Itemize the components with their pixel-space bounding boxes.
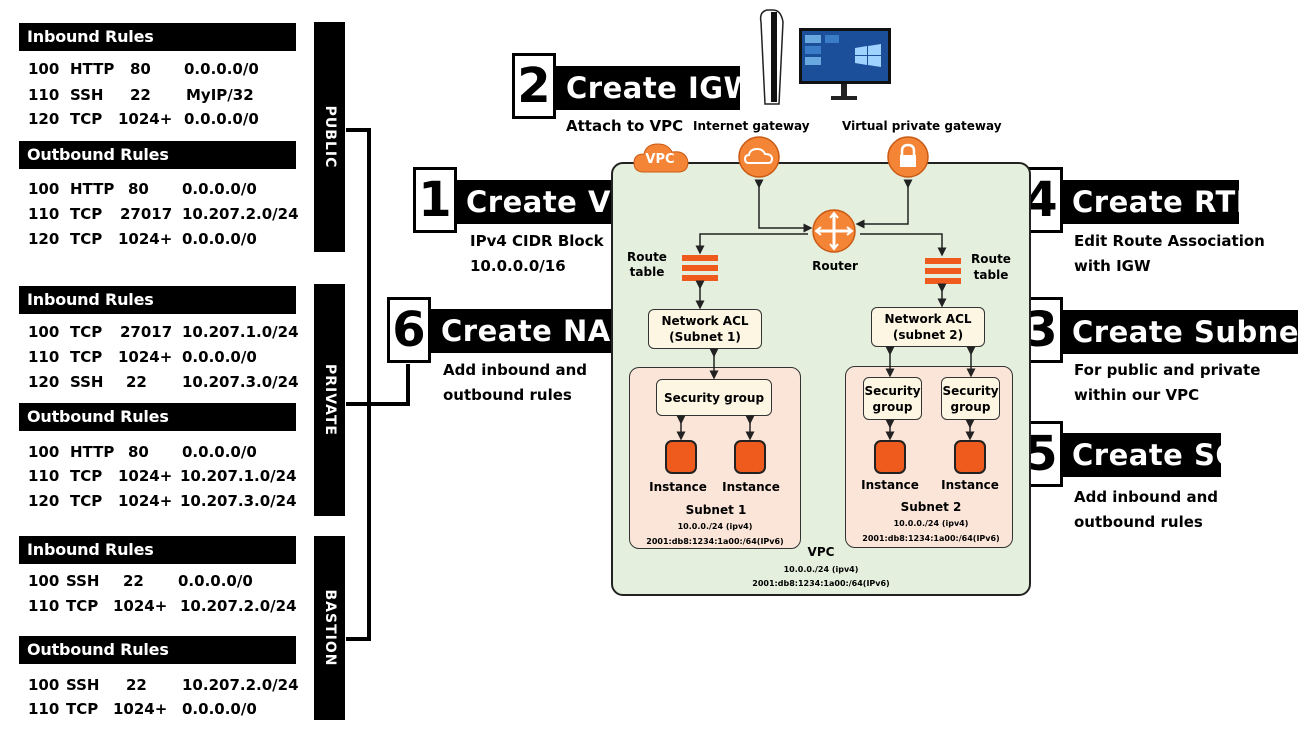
instance-label: Instance <box>722 480 780 494</box>
router-icon <box>812 209 856 253</box>
step-4-desc-2: with IGW <box>1074 257 1151 275</box>
step-6-desc-1: Add inbound and <box>443 361 588 379</box>
route-table-2-label-a: Route <box>971 252 1011 266</box>
step-4-title: Create RTB <box>1062 180 1258 224</box>
route-table-1-label-a: Route <box>627 250 667 264</box>
route-table-2-label-b: table <box>973 268 1009 282</box>
subnet-2-ipv4: 10.0.0./24 (ipv4) <box>893 519 969 528</box>
private-side-label: PRIVATE <box>321 364 338 436</box>
vpc-ipv6: 2001:db8:1234:1a00:/64(IPv6) <box>752 579 890 588</box>
subnet-1-title: Subnet 1 <box>685 503 747 517</box>
step-5-desc-1: Add inbound and <box>1074 488 1219 506</box>
bastion-side-bar: BASTION <box>314 536 345 720</box>
step-4-desc-1: Edit Route Association <box>1074 232 1265 250</box>
virtual-private-gateway-label: Virtual private gateway <box>842 119 1002 133</box>
step-5-desc-2: outbound rules <box>1074 513 1203 531</box>
route-table-1-label-b: table <box>629 265 665 279</box>
step-2-desc: Attach to VPC <box>566 117 684 135</box>
private-outbound-title: Outbound Rules <box>19 403 296 431</box>
subnet-1-ipv4: 10.0.0./24 (ipv4) <box>677 522 753 531</box>
network-acl-subnet-1: Network ACL(Subnet 1) <box>648 309 762 349</box>
router-label: Router <box>812 259 858 273</box>
step-3-desc-2: within our VPC <box>1074 386 1200 404</box>
bastion-inbound-title: Inbound Rules <box>19 536 296 564</box>
monitor-icon <box>799 28 891 100</box>
step-6-title: Create NACL <box>431 309 651 353</box>
instance-label: Instance <box>649 480 707 494</box>
bastion-side-label: BASTION <box>321 589 338 667</box>
network-acl-subnet-2: Network ACL(subnet 2) <box>871 307 985 347</box>
internet-gateway-label: Internet gateway <box>693 119 810 133</box>
private-side-bar: PRIVATE <box>314 284 345 516</box>
instance-label: Instance <box>861 478 919 492</box>
step-1-desc-1: IPv4 CIDR Block <box>470 232 604 250</box>
step-3-desc-1: For public and private <box>1074 361 1261 379</box>
step-3-title: Create Subnets <box>1062 310 1314 354</box>
subnet-2-ipv6: 2001:db8:1234:1a00:/64(IPv6) <box>862 534 1000 543</box>
step-6-number: 6 <box>387 297 431 363</box>
public-inbound-title: Inbound Rules <box>19 23 296 51</box>
step-2-number: 2 <box>512 53 556 119</box>
step-1-number: 1 <box>413 167 457 233</box>
private-inbound-title: Inbound Rules <box>19 286 296 314</box>
public-side-bar: PUBLIC <box>314 22 345 252</box>
public-side-label: PUBLIC <box>321 105 338 169</box>
instance-icon <box>665 440 697 474</box>
devices-illustration <box>759 9 891 105</box>
route-table-2-icon <box>925 258 961 284</box>
subnet-1-ipv6: 2001:db8:1234:1a00:/64(IPv6) <box>646 537 784 546</box>
step-5-title: Create SG <box>1062 433 1239 477</box>
route-table-1-icon <box>682 255 718 281</box>
instance-icon <box>734 440 766 474</box>
internet-gateway-icon <box>738 136 780 178</box>
step-6-desc-2: outbound rules <box>443 386 572 404</box>
security-group-subnet-1: Security group <box>656 379 772 416</box>
instance-label: Instance <box>941 478 999 492</box>
vpc-badge-label: VPC <box>645 152 675 167</box>
bracket-connector <box>346 128 410 641</box>
vpc-cloud-icon <box>633 143 689 173</box>
instance-icon <box>874 440 906 474</box>
step-2-title: Create IGW <box>556 66 756 110</box>
bastion-outbound-title: Outbound Rules <box>19 636 296 664</box>
lock-icon <box>887 136 929 178</box>
vpc-ipv4: 10.0.0./24 (ipv4) <box>783 565 859 574</box>
subnet-2-title: Subnet 2 <box>900 500 962 514</box>
vpc-title: VPC <box>807 545 835 559</box>
public-outbound-title: Outbound Rules <box>19 141 296 169</box>
console-icon <box>759 9 784 105</box>
instance-icon <box>954 440 986 474</box>
step-1-desc-2: 10.0.0.0/16 <box>470 257 566 275</box>
step-1-title: Create VPC <box>456 180 654 224</box>
